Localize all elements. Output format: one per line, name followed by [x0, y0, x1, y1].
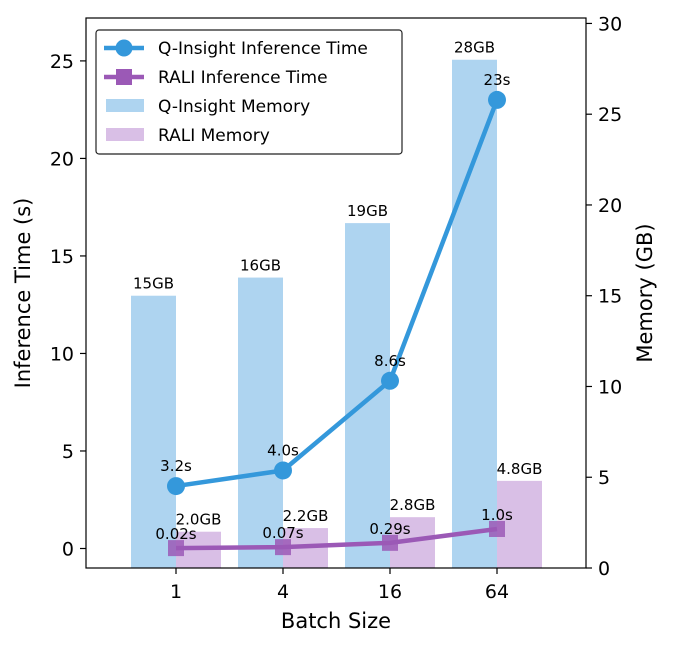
bar-label-q-insight-memory: 16GB — [240, 257, 281, 275]
y-tick-label-left: 20 — [50, 148, 74, 170]
legend-label-rali-inference-time: RALI Inference Time — [158, 68, 328, 88]
point-q-insight-inference-time — [381, 371, 399, 390]
y-tick-label-left: 15 — [50, 246, 74, 268]
point-label-q-insight-inference-time: 23s — [484, 71, 511, 89]
legend-marker-rali-inference-time — [116, 69, 132, 85]
point-label-rali-inference-time: 0.07s — [262, 524, 303, 542]
x-tick-label: 16 — [378, 581, 402, 603]
point-rali-inference-time — [489, 520, 505, 537]
point-label-q-insight-inference-time: 8.6s — [374, 352, 406, 370]
point-rali-inference-time — [168, 540, 184, 557]
y-tick-label-right: 5 — [598, 467, 610, 489]
y-tick-label-right: 25 — [598, 104, 622, 126]
data-labels-layer: 15GB 16GB 19GB 28GB 2.0GB 2.2GB 2.8GB 4.8GB 3.2s… — [133, 39, 542, 543]
point-q-insight-inference-time — [167, 477, 185, 496]
point-label-q-insight-inference-time: 4.0s — [267, 441, 299, 459]
point-label-q-insight-inference-time: 3.2s — [160, 457, 192, 475]
y-axis-right: 0 5 10 15 20 25 30 — [586, 13, 622, 580]
y-tick-label-right: 10 — [598, 376, 622, 398]
x-tick-label: 4 — [277, 581, 289, 603]
bar-label-rali-memory: 2.2GB — [283, 507, 329, 525]
bar-q-insight-memory — [238, 277, 283, 568]
point-rali-inference-time — [275, 539, 291, 556]
bar-label-q-insight-memory: 15GB — [133, 275, 174, 293]
legend-swatch-q-insight-memory — [106, 99, 144, 112]
point-label-rali-inference-time: 0.29s — [369, 520, 410, 538]
y-axis-left: 0 5 10 15 20 25 — [50, 51, 86, 560]
y-tick-label-right: 15 — [598, 286, 622, 308]
x-tick-label: 64 — [485, 581, 509, 603]
y-tick-label-left: 0 — [62, 538, 74, 560]
bar-label-rali-memory: 2.8GB — [390, 496, 436, 514]
point-label-rali-inference-time: 0.02s — [155, 525, 196, 543]
bar-q-insight-memory — [131, 295, 176, 568]
bar-q-insight-memory — [345, 223, 390, 568]
line-q-insight-inference-time — [175, 99, 500, 489]
x-axis-label: Batch Size — [281, 609, 391, 633]
y-axis-label-right: Memory (GB) — [633, 223, 657, 362]
point-q-insight-inference-time — [488, 90, 506, 109]
bar-label-q-insight-memory: 28GB — [454, 39, 495, 57]
legend-label-q-insight-memory: Q-Insight Memory — [158, 97, 310, 117]
bar-label-q-insight-memory: 19GB — [347, 202, 388, 220]
legend-swatch-rali-memory — [106, 128, 144, 141]
point-rali-inference-time — [382, 534, 398, 551]
legend: Q-Insight Inference Time RALI Inference … — [95, 29, 403, 155]
point-label-rali-inference-time: 1.0s — [481, 506, 513, 524]
y-tick-label-left: 25 — [50, 51, 74, 73]
y-tick-label-right: 0 — [598, 558, 610, 580]
y-tick-label-left: 5 — [62, 441, 74, 463]
y-tick-label-left: 10 — [50, 343, 74, 365]
y-axis-label-left: Inference Time (s) — [11, 198, 35, 389]
x-axis: 1 4 16 64 — [170, 568, 509, 603]
legend-marker-q-insight-inference-time — [115, 39, 133, 57]
legend-label-rali-memory: RALI Memory — [158, 126, 270, 146]
line-rali-inference-time — [175, 526, 498, 551]
bar-label-rali-memory: 4.8GB — [497, 460, 543, 478]
bar-q-insight-memory — [452, 59, 497, 568]
x-tick-label: 1 — [170, 581, 182, 603]
lines-layer — [167, 90, 506, 557]
point-q-insight-inference-time — [274, 461, 292, 480]
legend-frame — [95, 29, 403, 155]
y-tick-label-right: 30 — [598, 13, 622, 35]
bar-label-rali-memory: 2.0GB — [176, 511, 222, 529]
y-tick-label-right: 20 — [598, 195, 622, 217]
plot-frame — [85, 17, 587, 569]
legend-label-q-insight-inference-time: Q-Insight Inference Time — [158, 39, 368, 59]
